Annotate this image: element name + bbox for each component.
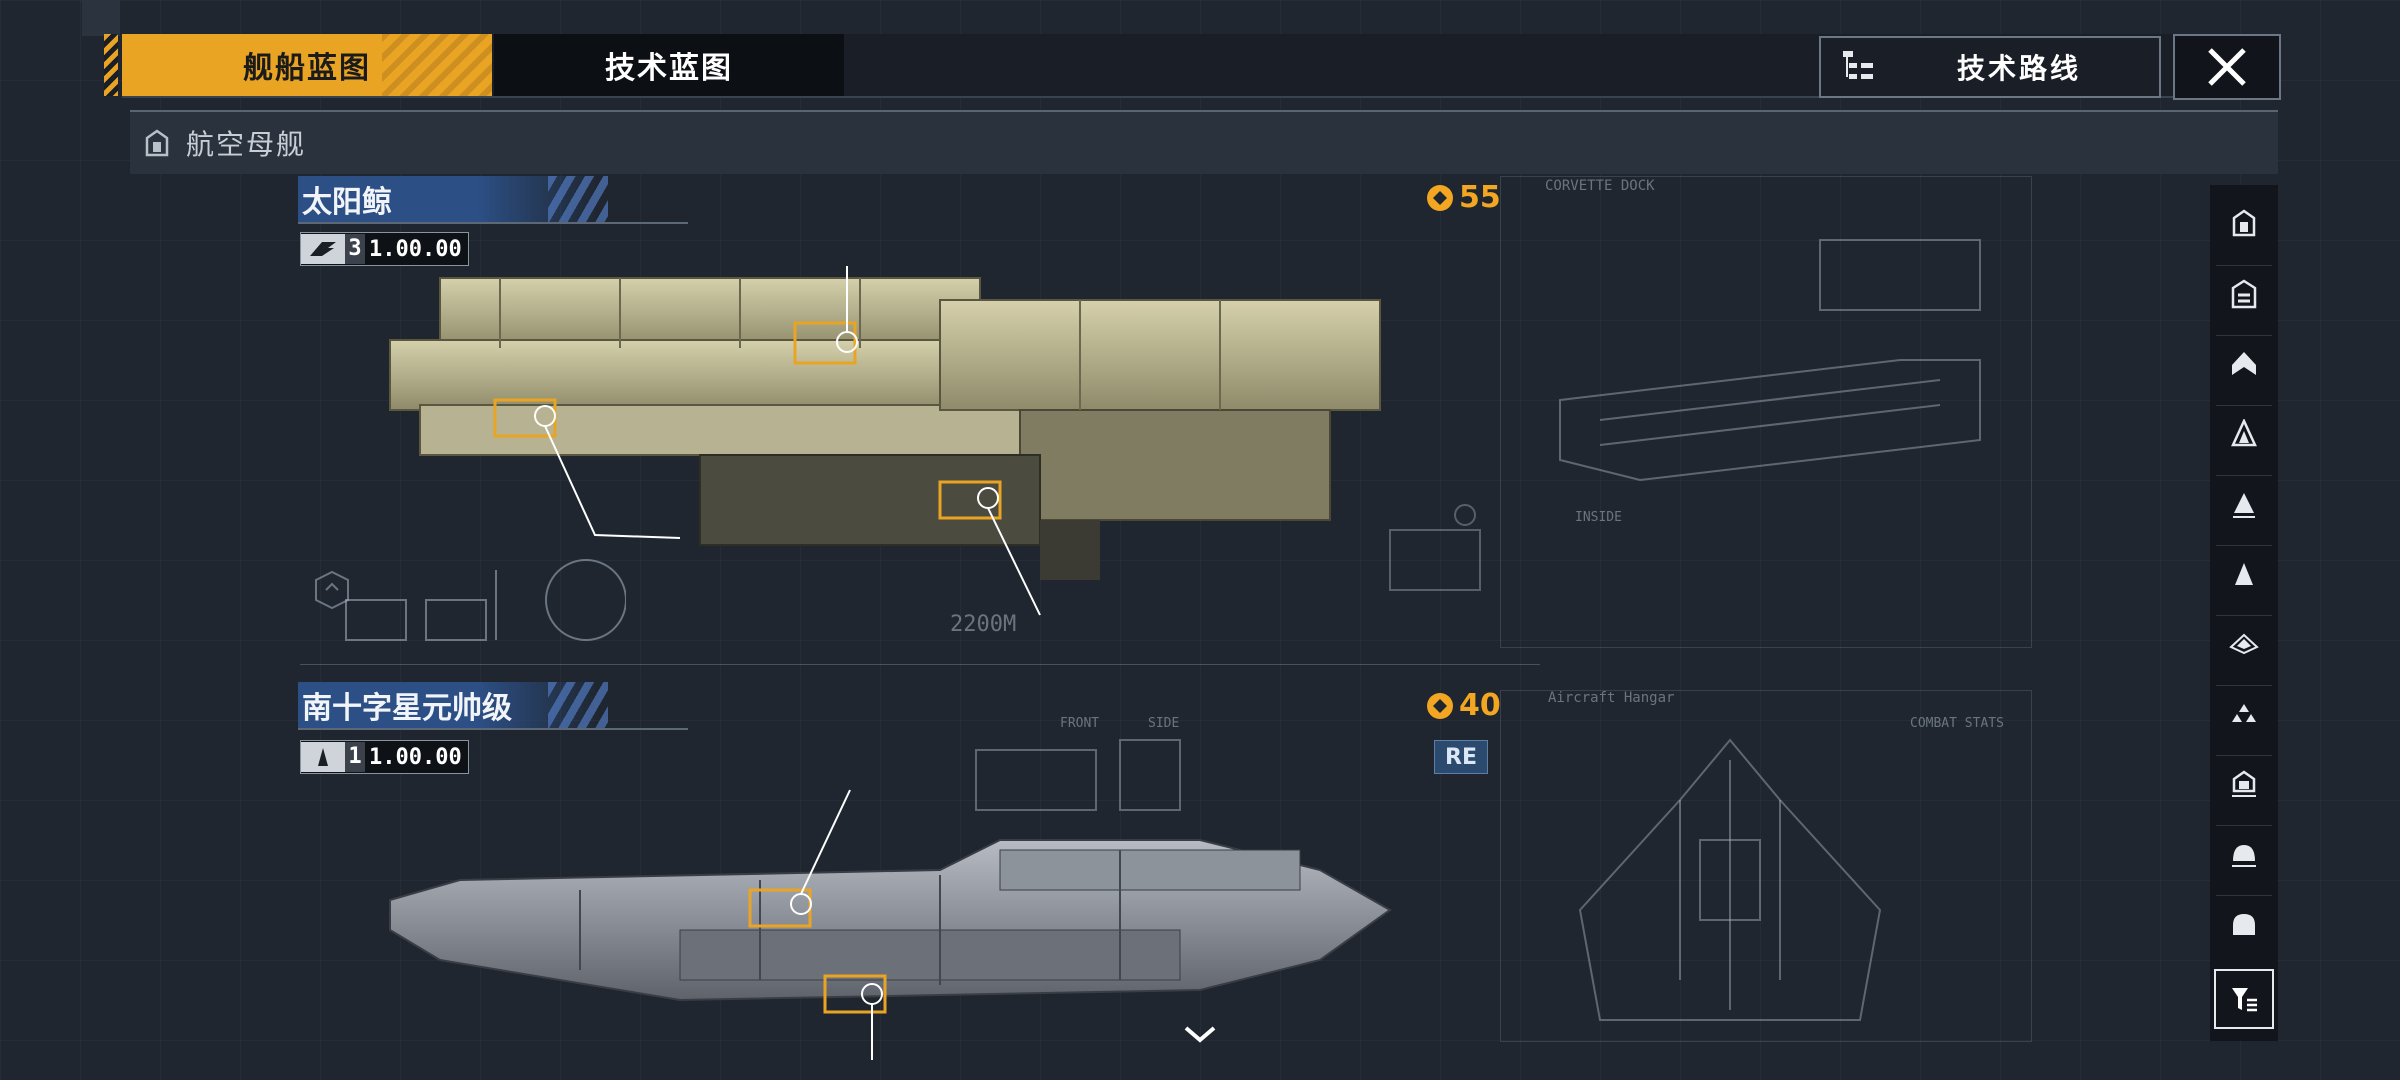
ship-image-sun-whale[interactable] [380, 260, 1400, 620]
carrier-class-icon [145, 129, 169, 157]
ship-schematic-icons [315, 559, 626, 641]
ship-name-band: 太阳鲸 [298, 176, 608, 222]
side-label: SIDE [1148, 716, 1180, 731]
filter-list-button[interactable] [2214, 969, 2274, 1029]
ship-cost: 40 [1425, 688, 1501, 723]
blueprint-frame [1500, 690, 2032, 1042]
scale-label: 2200M [950, 612, 1017, 637]
ship-version-badge: 1 1.00.00 [300, 740, 469, 774]
ship-name-underline [298, 222, 688, 224]
filter-list-icon [2232, 988, 2257, 1012]
combat-stats-label: COMBAT STATS [1910, 716, 2004, 731]
scale-ruler [300, 664, 1540, 665]
ship-image-southern-cross[interactable] [380, 780, 1410, 1060]
hangar-blueprint-drawing [1578, 738, 1882, 1021]
corvette-class-icon [2235, 563, 2253, 585]
dock-blueprint-drawing [1559, 239, 1981, 482]
filter-battlecruiser[interactable] [2216, 265, 2272, 322]
tab-label: 舰船蓝图 [243, 51, 371, 86]
close-button[interactable] [2173, 34, 2281, 100]
ship-name: 太阳鲸 [302, 185, 392, 220]
filter-squadron[interactable] [2216, 685, 2272, 742]
ship-name: 南十字星元帅级 [302, 691, 512, 726]
tech-roadmap-button[interactable]: 技术路线 [1819, 36, 2161, 98]
carrier-class-icon [2232, 209, 2256, 237]
front-side-drawing [975, 739, 1181, 811]
front-label: FRONT [1060, 716, 1100, 731]
detail-callout-drawing [1389, 504, 1481, 591]
close-icon [2208, 48, 2246, 86]
ship-version-badge: 3 1.00.00 [300, 232, 469, 266]
tab-ship-blueprints[interactable]: 舰船蓝图 [104, 34, 492, 96]
ship-name-band: 南十字星元帅级 [298, 682, 608, 728]
resource-coin-icon [1427, 184, 1453, 211]
filter-dome[interactable] [2216, 825, 2272, 882]
dock-label: CORVETTE DOCK [1545, 178, 1655, 194]
filter-destroyer[interactable] [2216, 405, 2272, 462]
tab-tech-blueprints[interactable]: 技术蓝图 [494, 34, 844, 96]
filter-dome-round[interactable] [2216, 895, 2272, 952]
ship-cost: 55 [1425, 180, 1501, 215]
corner-tab [82, 0, 120, 36]
squadron-class-icon [2232, 704, 2256, 722]
category-bar: 航空母舰 [130, 110, 2278, 174]
filter-frigate[interactable] [2216, 475, 2272, 532]
battlecruiser-class-icon [2231, 279, 2257, 309]
ship-cost-value: 55 [1459, 180, 1501, 215]
category-label: 航空母舰 [186, 128, 307, 161]
filter-fighter[interactable] [2216, 615, 2272, 672]
dome-class-icon [2232, 845, 2256, 867]
ship-cost-value: 40 [1459, 688, 1501, 723]
cruiser-class-icon [2232, 352, 2256, 375]
tab-label: 技术蓝图 [605, 51, 733, 86]
re-tag: RE [1434, 740, 1488, 774]
frigate-class-icon [2233, 493, 2255, 518]
ship-name-underline [298, 728, 688, 730]
carrier-badge-icon [301, 742, 345, 772]
chevron-down-icon[interactable] [1180, 1020, 1220, 1048]
carrier-badge-icon [301, 234, 345, 264]
resource-coin-icon [1427, 692, 1453, 719]
tech-roadmap-label: 技术路线 [1957, 52, 2082, 85]
filter-carrier[interactable] [2216, 195, 2272, 251]
ship-level: 3 [345, 234, 365, 264]
blueprint-frame [1500, 176, 2032, 648]
filter-corvette[interactable] [2216, 545, 2272, 602]
ship-version: 1.00.00 [369, 236, 462, 262]
ship-level: 1 [345, 742, 365, 772]
filter-station[interactable] [2216, 755, 2272, 812]
destroyer-class-icon [2231, 419, 2257, 447]
hangar-label: Aircraft Hangar [1548, 690, 1675, 706]
ship-version: 1.00.00 [369, 744, 462, 770]
filter-cruiser[interactable] [2216, 335, 2272, 392]
dome-round-icon [2233, 914, 2255, 935]
fighter-class-icon [2229, 633, 2259, 655]
ship-class-filter-rail [2210, 185, 2278, 1041]
tree-list-icon [1843, 51, 1873, 79]
inside-label: INSIDE [1575, 510, 1622, 525]
station-class-icon [2232, 770, 2256, 797]
